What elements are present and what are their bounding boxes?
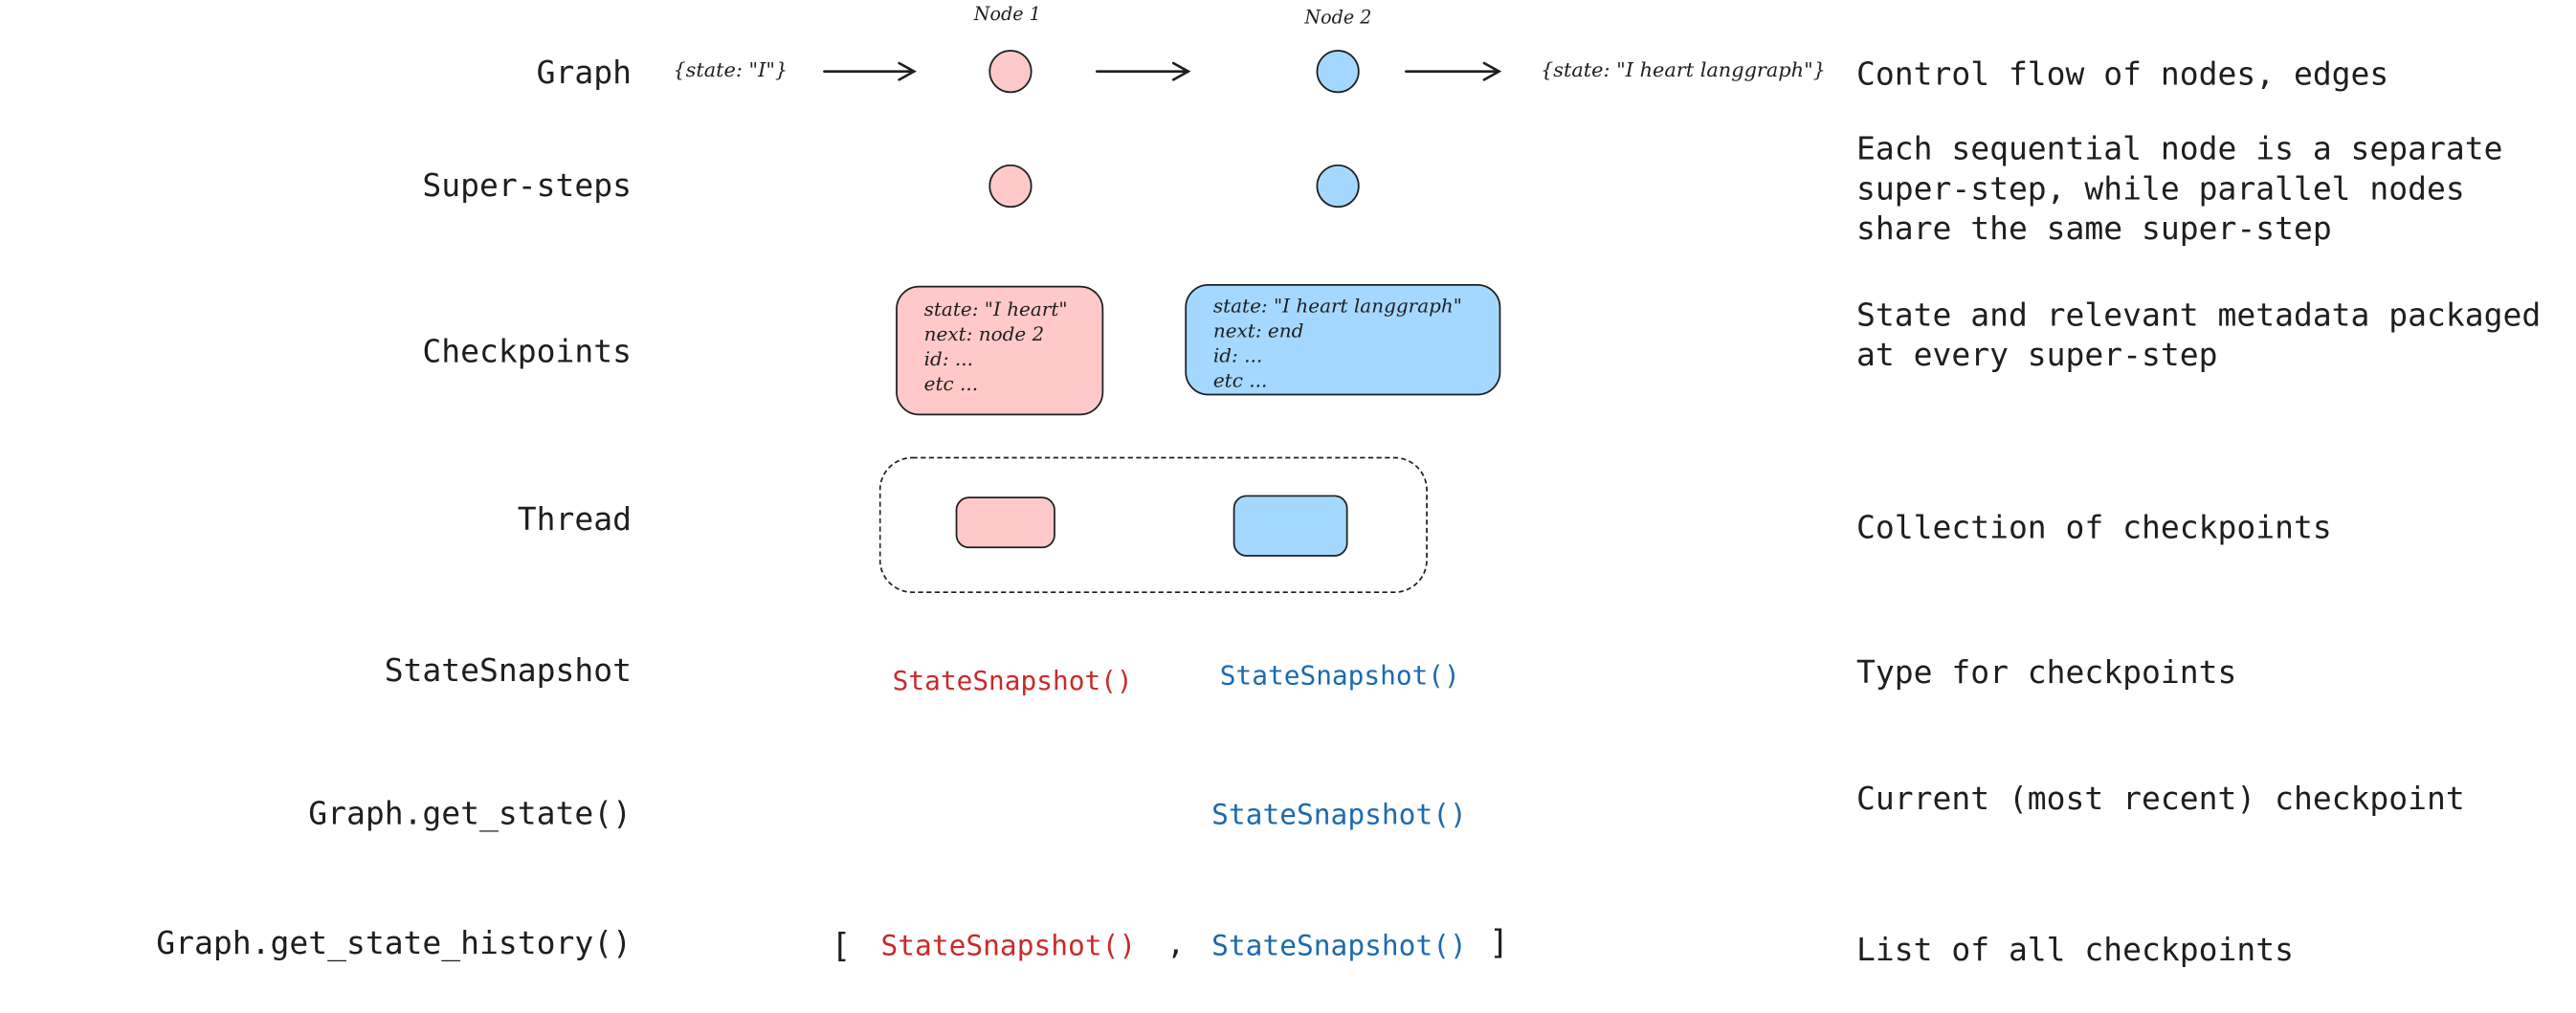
checkpoint2-line: state: "I heart langgraph" <box>1212 294 1462 318</box>
edge-input-to-node1 <box>823 61 917 81</box>
desc-supersteps: Each sequential node is a separate super… <box>1856 129 2503 249</box>
row-label-get-state: Graph.get_state() <box>308 795 632 833</box>
row-label-graph: Graph <box>536 55 632 92</box>
history-snapshot-1: StateSnapshot() <box>880 930 1137 964</box>
checkpoint1-line: next: node 2 <box>923 321 1045 346</box>
checkpoint1-line: id: ... <box>923 346 973 371</box>
desc-statesnapshot: Type for checkpoints <box>1856 653 2236 694</box>
desc-line: State and relevant metadata packaged <box>1856 297 2542 335</box>
desc-line: super-step, while parallel nodes <box>1856 170 2465 209</box>
desc-line: at every super-step <box>1856 337 2218 374</box>
node1-label: Node 1 <box>973 3 1041 26</box>
get-state-snapshot: StateSnapshot() <box>1211 799 1467 833</box>
superstep2-circle <box>1316 164 1360 209</box>
edge-node2-to-output <box>1405 61 1502 81</box>
desc-graph: Control flow of nodes, edges <box>1856 55 2388 95</box>
superstep1-circle <box>988 164 1033 209</box>
row-label-thread: Thread <box>517 501 632 539</box>
edge-node1-to-node2 <box>1095 61 1191 81</box>
thread-checkpoint2 <box>1232 495 1348 557</box>
row-label-checkpoints: Checkpoints <box>422 334 632 371</box>
checkpoint2-card: state: "I heart langgraph" next: end id:… <box>1185 283 1501 396</box>
desc-checkpoints: State and relevant metadata packaged at … <box>1856 296 2541 375</box>
desc-get-state: Current (most recent) checkpoint <box>1856 780 2465 820</box>
row-label-statesnapshot: StateSnapshot <box>384 652 632 690</box>
output-state-text: {state: "I heart langgraph"} <box>1541 57 1826 82</box>
statesnapshot-2: StateSnapshot() <box>1219 659 1460 692</box>
checkpoint2-line: id: ... <box>1212 343 1263 367</box>
checkpoint2-line: etc ... <box>1212 368 1268 392</box>
input-state-text: {state: "I"} <box>673 57 788 82</box>
history-open-bracket: [ <box>831 925 852 966</box>
row-label-get-state-history: Graph.get_state_history() <box>156 925 632 962</box>
desc-line: Collection of checkpoints <box>1856 510 2332 547</box>
node1-circle <box>988 50 1033 94</box>
checkpoint1-line: etc ... <box>923 372 979 396</box>
history-separator: , <box>1166 927 1186 962</box>
history-close-bracket: ] <box>1489 921 1510 962</box>
desc-line: List of all checkpoints <box>1856 932 2294 969</box>
history-snapshot-2: StateSnapshot() <box>1211 930 1467 964</box>
thread-checkpoint1 <box>955 496 1055 549</box>
desc-line: Type for checkpoints <box>1856 654 2237 692</box>
checkpoint2-line: next: end <box>1212 319 1304 342</box>
desc-get-state-history: List of all checkpoints <box>1856 931 2294 971</box>
thread-container <box>878 456 1428 594</box>
statesnapshot-1: StateSnapshot() <box>892 664 1133 696</box>
desc-thread: Collection of checkpoints <box>1856 508 2332 548</box>
row-label-supersteps: Super-steps <box>422 167 632 205</box>
node2-label: Node 2 <box>1304 6 1372 29</box>
checkpoint1-card: state: "I heart" next: node 2 id: ... et… <box>896 285 1104 416</box>
desc-line: Current (most recent) checkpoint <box>1856 781 2465 818</box>
desc-line: Control flow of nodes, edges <box>1856 56 2389 94</box>
checkpoint1-line: state: "I heart" <box>923 297 1068 321</box>
node2-circle <box>1316 50 1360 94</box>
desc-line: Each sequential node is a separate <box>1856 131 2503 168</box>
desc-line: share the same super-step <box>1856 210 2332 248</box>
